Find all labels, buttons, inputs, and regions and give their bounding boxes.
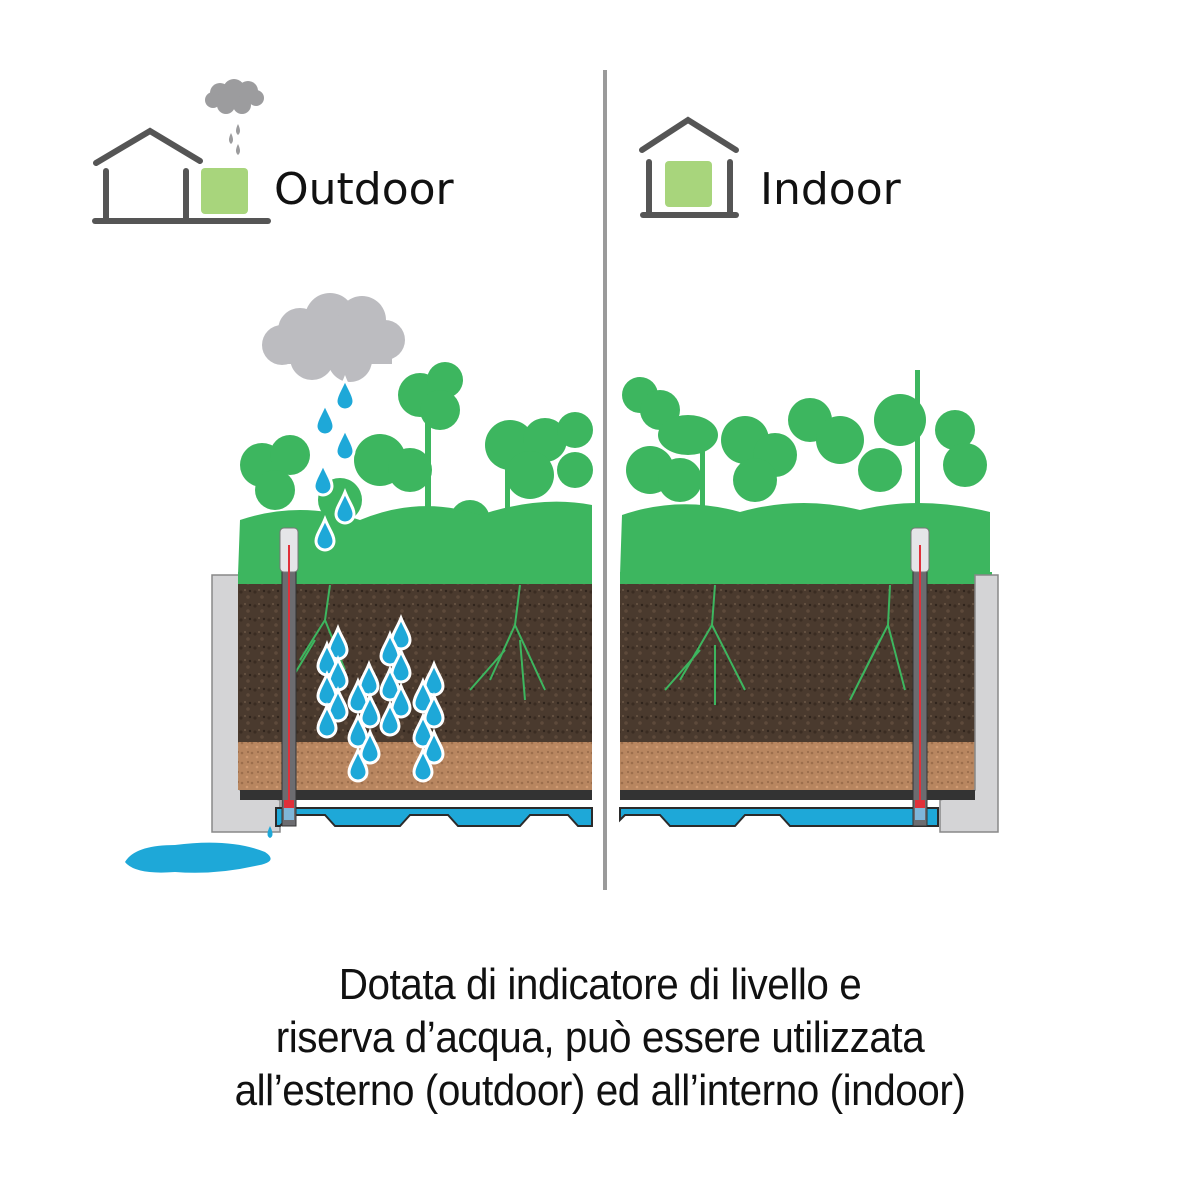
planter-diagram (125, 293, 999, 873)
indoor-planter (619, 370, 999, 833)
indoor-icon (636, 112, 748, 222)
outdoor-icon (88, 78, 278, 228)
outdoor-planter (125, 293, 593, 873)
overflow-drip-icon (267, 826, 273, 838)
indoor-label: Indoor (760, 164, 901, 215)
water-puddle-icon (125, 842, 271, 873)
water-reservoir (275, 807, 593, 827)
plant-silhouettes (238, 362, 593, 575)
rain-cloud-icon (262, 293, 405, 382)
caption: Dotata di indicatore di livello e riserv… (48, 958, 1152, 1117)
outdoor-label: Outdoor (274, 164, 454, 215)
plant-roots (284, 584, 546, 701)
plant-silhouettes (620, 370, 990, 575)
small-raindrops-icon (229, 124, 240, 155)
caption-line-3: all’esterno (outdoor) ed all’interno (in… (234, 1066, 966, 1115)
small-cloud-icon (205, 79, 264, 114)
caption-line-2: riserva d’acqua, può essere utilizzata (275, 1013, 925, 1062)
plant-roots (664, 584, 906, 705)
vertical-divider (603, 70, 607, 890)
water-reservoir (619, 807, 939, 827)
water-level-indicator (910, 527, 930, 827)
caption-line-1: Dotata di indicatore di livello e (338, 960, 862, 1009)
water-level-indicator (279, 527, 299, 827)
